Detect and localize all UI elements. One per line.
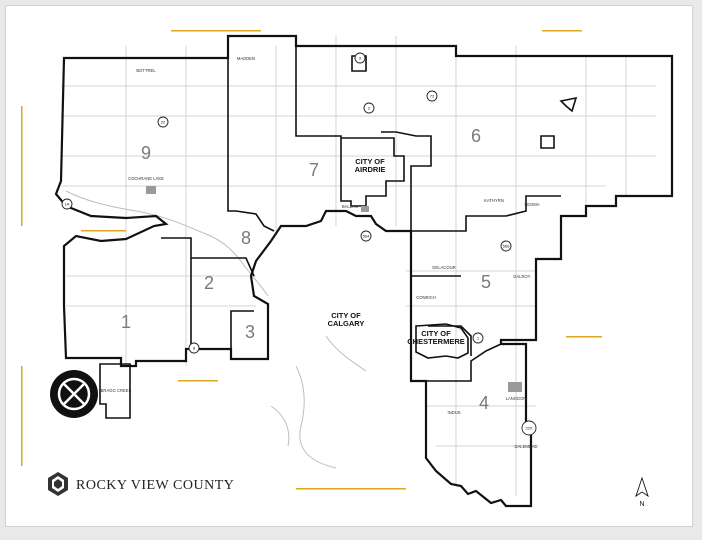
svg-text:1: 1	[477, 336, 480, 341]
brand-logo: ROCKY VIEW COUNTY	[48, 472, 234, 496]
county-boundary	[54, 34, 674, 508]
town-delacour: DELACOUR	[432, 265, 455, 270]
road-grid	[61, 36, 656, 496]
svg-text:72: 72	[430, 94, 435, 99]
division-label-2: 2	[204, 273, 214, 293]
chestermere-boundary	[415, 323, 469, 359]
town-cochrane-lake: COCHRANE LAKE	[128, 176, 164, 181]
svg-text:8: 8	[193, 346, 196, 351]
highway-2-shield: 2	[363, 102, 375, 114]
highway-1a-shield: 1A	[61, 198, 73, 210]
highway-22x-shield: 22X	[521, 420, 537, 436]
division-label-1: 1	[121, 312, 131, 332]
town-dalroy: DALROY	[513, 274, 530, 279]
town-indus: INDUS	[447, 410, 460, 415]
division-label-7: 7	[309, 160, 319, 180]
division-label-6: 6	[471, 126, 481, 146]
neighbour-markers	[21, 30, 602, 490]
brand-name: ROCKY VIEW COUNTY	[76, 478, 234, 493]
hamlet-patches	[146, 186, 522, 392]
town-conrich: CONRICH	[416, 295, 436, 300]
town-keoma: KEOMA	[524, 202, 539, 207]
highway-22-shield: 22	[157, 116, 169, 128]
crossed-circle-icon	[50, 370, 98, 418]
division-label-3: 3	[245, 322, 255, 342]
division-label-4: 4	[479, 393, 489, 413]
svg-text:2: 2	[368, 106, 371, 111]
svg-text:22: 22	[161, 120, 166, 125]
beiseker-boundary	[559, 96, 578, 113]
svg-text:22X: 22X	[525, 426, 532, 431]
svg-text:1A: 1A	[65, 202, 70, 207]
compass-label: N	[639, 501, 644, 508]
highway-1-shield: 1	[472, 332, 484, 344]
town-dalemead: DALEMEAD	[514, 444, 537, 449]
town-bottrel: BOTTREL	[136, 68, 156, 73]
division-lines	[161, 46, 561, 382]
town-madden: MADDEN	[237, 56, 255, 61]
calgary-roads	[270, 335, 367, 469]
highway-9-shield: 9	[354, 52, 366, 64]
svg-text:566: 566	[503, 244, 510, 249]
highway-566-shield: 566	[500, 240, 512, 252]
town-balzac: BALZAC	[342, 204, 358, 209]
map-sheet: 1A 22 2 9 72 1 564 22X 8 566 1 2 3 4 5 6…	[6, 6, 692, 526]
county-map: 1A 22 2 9 72 1 564 22X 8 566 1 2 3 4 5 6…	[21, 30, 674, 508]
division-label-9: 9	[141, 143, 151, 163]
town-langdon: LANGDON	[506, 396, 527, 401]
svg-text:564: 564	[363, 234, 370, 239]
airdrie-boundary	[340, 137, 405, 207]
town-kathyrn: KATHYRN	[484, 198, 504, 203]
crossfield-boundary	[540, 135, 555, 149]
north-arrow-icon: N	[635, 476, 649, 508]
town-bragg-creek: BRAGG CREEK	[101, 388, 132, 393]
division-label-5: 5	[481, 272, 491, 292]
highway-564-shield: 564	[360, 230, 372, 242]
bow-river	[65, 190, 269, 297]
highway-72-shield: 72	[426, 90, 438, 102]
svg-text:9: 9	[359, 56, 362, 61]
division-label-8: 8	[241, 228, 251, 248]
highway-8-shield: 8	[188, 342, 200, 354]
bragg-creek-boundary	[99, 363, 131, 419]
